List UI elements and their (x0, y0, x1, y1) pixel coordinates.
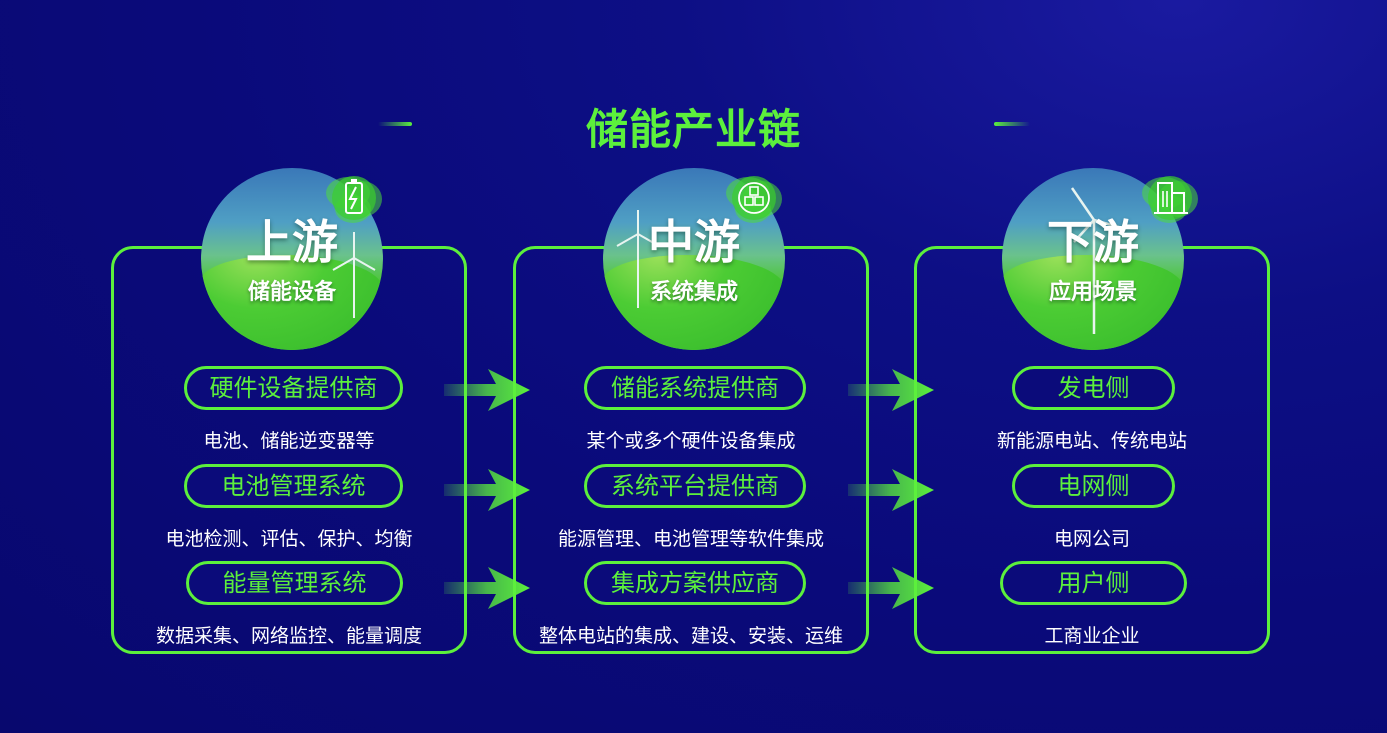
pill-grid-side: 电网侧 (1012, 464, 1175, 508)
stage-title: 中游 (648, 215, 740, 269)
desc-bms: 电池检测、评估、保护、均衡 (165, 528, 413, 550)
stage-title: 上游 (246, 215, 338, 269)
flow-arrow (444, 567, 530, 609)
pill-ess-provider: 储能系统提供商 (584, 366, 806, 410)
desc-grid-side: 电网公司 (1053, 528, 1130, 550)
battery-icon (326, 176, 382, 223)
pill-hardware-provider: 硬件设备提供商 (184, 366, 403, 410)
title-decor-left (378, 122, 412, 126)
building-icon (1142, 176, 1198, 223)
desc-solution-supplier: 整体电站的集成、建设、安装、运维 (538, 625, 843, 647)
flow-arrow (848, 567, 934, 609)
pill-ems: 能量管理系统 (186, 561, 403, 605)
desc-hardware-provider: 电池、储能逆变器等 (203, 430, 375, 452)
pill-solution-supplier: 集成方案供应商 (584, 561, 806, 605)
flow-arrow (848, 369, 934, 411)
stage-subtitle: 系统集成 (649, 280, 738, 305)
pill-user-side: 用户侧 (1000, 561, 1187, 605)
stage-title: 下游 (1047, 215, 1139, 269)
pill-platform-provider: 系统平台提供商 (584, 464, 806, 508)
desc-ems: 数据采集、网络监控、能量调度 (155, 625, 422, 647)
pill-generation-side: 发电侧 (1012, 366, 1175, 410)
stage-circle-downstream: 下游 应用场景 (1002, 168, 1184, 350)
desc-user-side: 工商业企业 (1044, 625, 1140, 647)
title-decor-right (994, 122, 1030, 126)
flow-arrow (444, 469, 530, 511)
pill-bms: 电池管理系统 (184, 464, 403, 508)
stage-subtitle: 应用场景 (1048, 280, 1137, 305)
flow-arrow (444, 369, 530, 411)
desc-generation-side: 新能源电站、传统电站 (996, 430, 1187, 452)
diagram-title: 储能产业链 (585, 105, 801, 154)
stage-subtitle: 储能设备 (247, 280, 336, 305)
desc-ess-provider: 某个或多个硬件设备集成 (586, 430, 796, 452)
desc-platform-provider: 能源管理、电池管理等软件集成 (557, 528, 824, 550)
stage-circle-midstream: 中游 系统集成 (603, 168, 785, 350)
cubes-icon (726, 176, 782, 223)
flow-arrow (848, 469, 934, 511)
